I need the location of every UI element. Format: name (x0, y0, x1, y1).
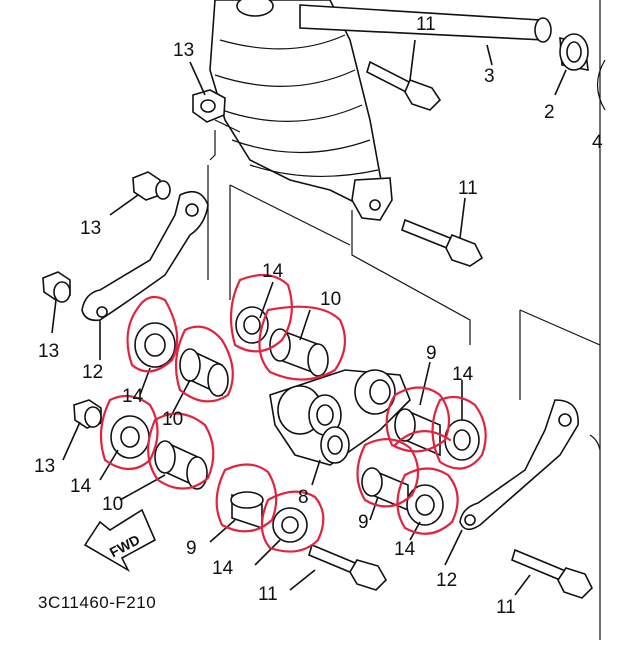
label-3: 3 (484, 66, 495, 87)
label-14: 14 (122, 386, 144, 407)
nut-13-lower (42, 271, 71, 303)
label-13: 13 (34, 456, 55, 477)
ref-line (214, 119, 241, 133)
left-link-arm (81, 190, 209, 322)
collar-10a (179, 348, 229, 397)
label-12: 12 (436, 570, 457, 591)
part-labels: 11 3 2 4 13 11 13 13 14 10 12 14 10 9 14… (34, 14, 603, 618)
washer-14c (110, 415, 150, 459)
red-highlight-marks (99, 273, 487, 553)
ref-line (519, 309, 601, 346)
washer-14f (272, 507, 308, 543)
ref-line (351, 210, 471, 345)
label-11: 11 (496, 597, 516, 618)
right-link-arm (459, 399, 579, 531)
collar-10c (154, 440, 208, 490)
label-4: 4 (592, 132, 603, 153)
label-13: 13 (173, 40, 194, 61)
fwd-arrow: FWD (83, 508, 157, 573)
label-9: 9 (358, 512, 369, 533)
label-13: 13 (80, 218, 101, 239)
partial-nut-right (589, 434, 601, 451)
label-10: 10 (102, 494, 123, 515)
ref-line (229, 184, 351, 246)
label-13: 13 (38, 341, 59, 362)
bushing-part-2 (559, 33, 589, 71)
shock-absorber (209, 0, 393, 221)
label-12: 12 (82, 362, 103, 383)
label-14: 14 (394, 539, 416, 560)
label-10: 10 (162, 409, 183, 430)
nut-13-bottom (73, 399, 102, 429)
leader-lines (51, 39, 567, 596)
ref-line (209, 130, 216, 161)
nut-13-mid (132, 171, 171, 201)
collar-9c (230, 491, 264, 530)
nut-13-top (192, 89, 226, 123)
label-10: 10 (320, 289, 341, 310)
label-9: 9 (186, 538, 197, 559)
label-2: 2 (544, 102, 555, 123)
label-14: 14 (452, 364, 474, 385)
label-11: 11 (458, 178, 478, 199)
label-11: 11 (416, 14, 436, 35)
collar-10b (269, 328, 329, 377)
label-14: 14 (212, 558, 234, 579)
label-14: 14 (70, 476, 92, 497)
collar-9a (394, 408, 441, 457)
bolt-11-bottom-right (511, 548, 593, 599)
drawing-code: 3C11460-F210 (38, 593, 156, 612)
bolt-11-middle (401, 218, 484, 267)
bolt-11-top (366, 60, 442, 111)
partial-part-4 (596, 59, 606, 111)
bolt-11-bottom-left (308, 543, 387, 591)
washer-14e (406, 484, 444, 526)
collar-9b (361, 467, 409, 512)
relay-arm-8 (269, 369, 411, 466)
washer-14a (134, 322, 176, 368)
label-8: 8 (298, 487, 309, 508)
label-9: 9 (426, 343, 437, 364)
pin-part-3 (299, 4, 552, 43)
label-11: 11 (258, 584, 278, 605)
label-14: 14 (262, 261, 284, 282)
